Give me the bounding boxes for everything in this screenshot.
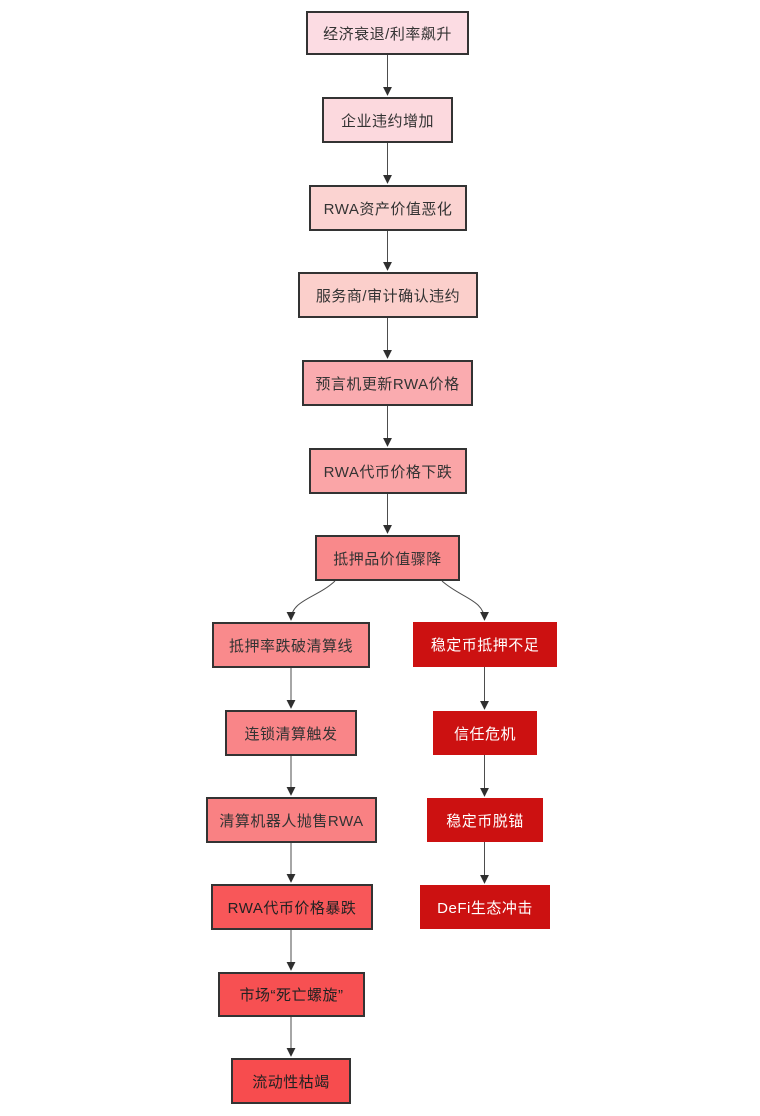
node-trust-crisis: 信任危机	[433, 711, 537, 755]
node-label: 流动性枯竭	[252, 1073, 330, 1091]
node-rwa-token-price-falls: RWA代币价格下跌	[309, 448, 467, 494]
node-label: 稳定币抵押不足	[430, 637, 540, 654]
edge-collateral-plunge-to-ratio-breach	[286, 580, 336, 621]
node-stablecoin-undercollateralized: 稳定币抵押不足	[413, 622, 557, 667]
node-label: 市场“死亡螺旋”	[239, 987, 344, 1004]
node-label: 企业违约增加	[340, 112, 434, 130]
edge-collateral-plunge-to-stablecoin-undercollateralized	[441, 580, 489, 621]
node-label: 服务商/审计确认违约	[315, 287, 461, 305]
node-liquidation-bots-dump-rwa: 清算机器人抛售RWA	[206, 797, 377, 843]
node-label: 抵押率跌破清算线	[228, 637, 353, 655]
node-collateral-ratio-breaks-liquidation-line: 抵押率跌破清算线	[212, 622, 370, 668]
node-label: RWA代币价格下跌	[323, 463, 453, 481]
node-corporate-defaults-rise: 企业违约增加	[322, 97, 453, 143]
node-economic-recession: 经济衰退/利率飙升	[306, 11, 469, 55]
node-label: 连锁清算触发	[244, 725, 338, 743]
node-label: 信任危机	[453, 725, 516, 743]
node-label: 抵押品价值骤降	[333, 550, 442, 568]
node-label: 清算机器人抛售RWA	[219, 812, 364, 830]
node-chain-liquidation-triggered: 连锁清算触发	[225, 710, 357, 756]
node-market-death-spiral: 市场“死亡螺旋”	[218, 972, 365, 1017]
node-rwa-asset-value-deteriorates: RWA资产价值恶化	[309, 185, 467, 231]
node-label: DeFi生态冲击	[437, 899, 533, 917]
node-label: 经济衰退/利率飙升	[323, 25, 452, 43]
node-servicer-audit-confirms-default: 服务商/审计确认违约	[298, 272, 478, 318]
node-label: RWA资产价值恶化	[323, 200, 453, 218]
node-oracle-updates-rwa-price: 预言机更新RWA价格	[302, 360, 473, 406]
node-stablecoin-depegs: 稳定币脱锚	[427, 798, 543, 842]
node-label: 预言机更新RWA价格	[315, 375, 460, 393]
node-defi-ecosystem-shock: DeFi生态冲击	[420, 885, 550, 929]
node-label: 稳定币脱锚	[446, 812, 524, 830]
node-label: RWA代币价格暴跌	[227, 899, 357, 917]
node-collateral-value-plunges: 抵押品价值骤降	[315, 535, 460, 581]
node-liquidity-dries-up: 流动性枯竭	[231, 1058, 351, 1104]
node-rwa-token-price-crashes: RWA代币价格暴跌	[211, 884, 373, 930]
